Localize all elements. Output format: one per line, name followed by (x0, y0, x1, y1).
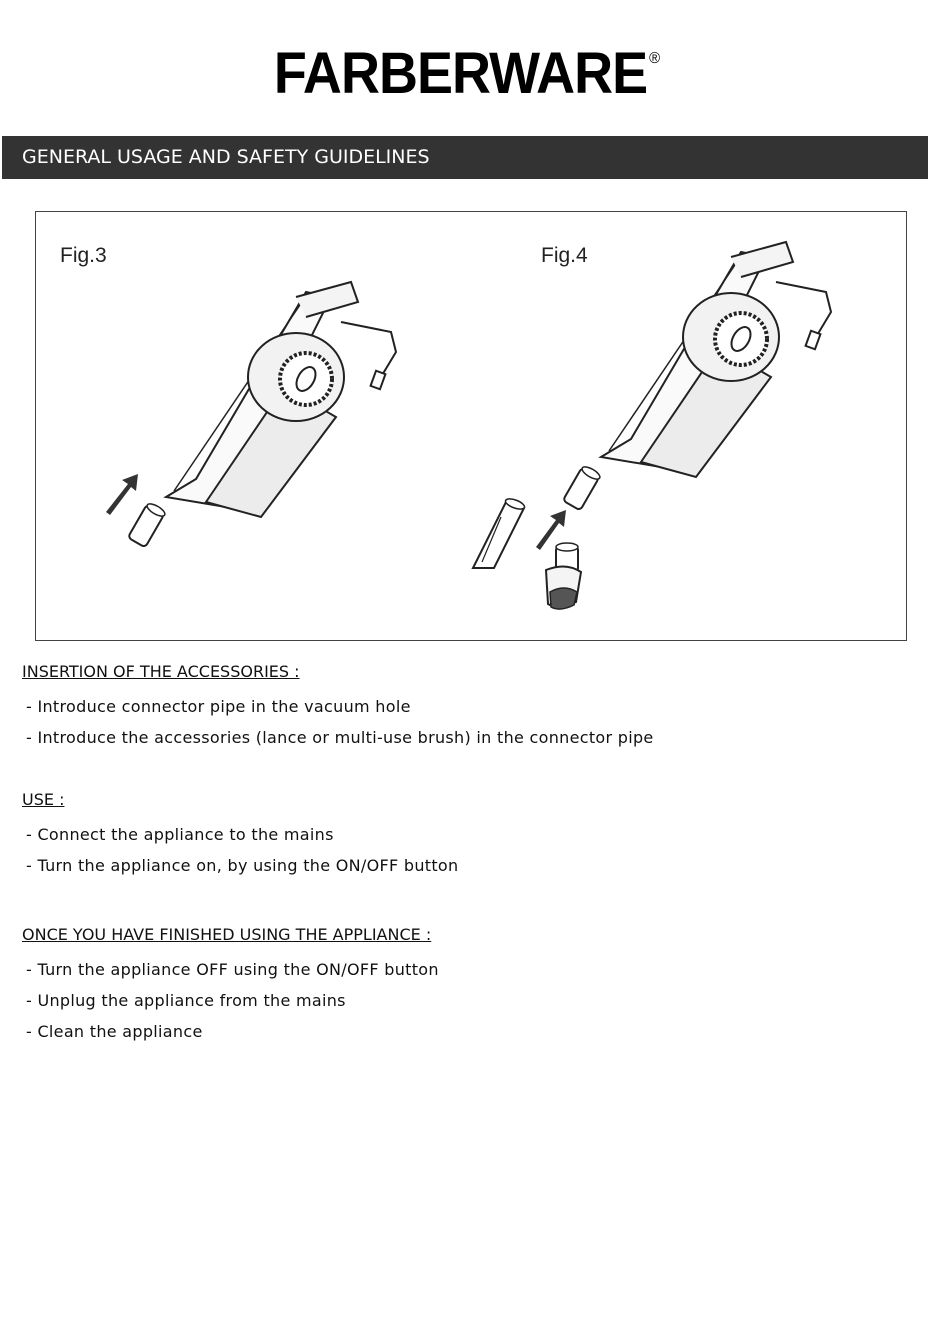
fig-4-label: Fig.4 (541, 244, 588, 267)
fig-4-lance-tool (471, 498, 526, 569)
fig-3-label: Fig.3 (60, 244, 107, 267)
section-heading: ONCE YOU HAVE FINISHED USING THE APPLIAN… (22, 925, 432, 944)
section-heading: USE : (22, 790, 65, 809)
fig-4-insert-arrow (536, 510, 566, 550)
registered-mark: ® (649, 50, 660, 67)
list-item: - Clean the appliance (26, 1022, 203, 1041)
section-heading: INSERTION OF THE ACCESSORIES : (22, 662, 300, 681)
figure-panel: Fig.3 Fig.4 (35, 211, 907, 641)
fig-4-multi-use-brush (544, 542, 583, 610)
list-item: - Turn the appliance on, by using the ON… (26, 856, 459, 875)
brand-logo: FARBERWARE® (33, 40, 901, 107)
fig-3-vacuum-drawing (164, 280, 398, 519)
fig-4-connector-pipe (563, 466, 601, 510)
figure-illustrations (106, 240, 833, 610)
list-item: - Connect the appliance to the mains (26, 825, 334, 844)
section-finished: ONCE YOU HAVE FINISHED USING THE APPLIAN… (22, 925, 439, 1047)
section-use: USE : - Connect the appliance to the mai… (22, 790, 458, 881)
list-item: - Introduce the accessories (lance or mu… (26, 728, 654, 747)
list-item: - Unplug the appliance from the mains (26, 991, 346, 1010)
section-insertion: INSERTION OF THE ACCESSORIES : - Introdu… (22, 662, 654, 753)
brand-name: FARBERWARE (273, 41, 648, 106)
section-banner: GENERAL USAGE AND SAFETY GUIDELINES (2, 136, 928, 179)
list-item: - Introduce connector pipe in the vacuum… (26, 697, 411, 716)
fig-3-connector-pipe (128, 503, 166, 547)
banner-title: GENERAL USAGE AND SAFETY GUIDELINES (22, 146, 430, 168)
fig-3-insert-arrow (106, 474, 138, 515)
fig-4-vacuum-drawing (599, 240, 833, 479)
list-item: - Turn the appliance OFF using the ON/OF… (26, 960, 439, 979)
